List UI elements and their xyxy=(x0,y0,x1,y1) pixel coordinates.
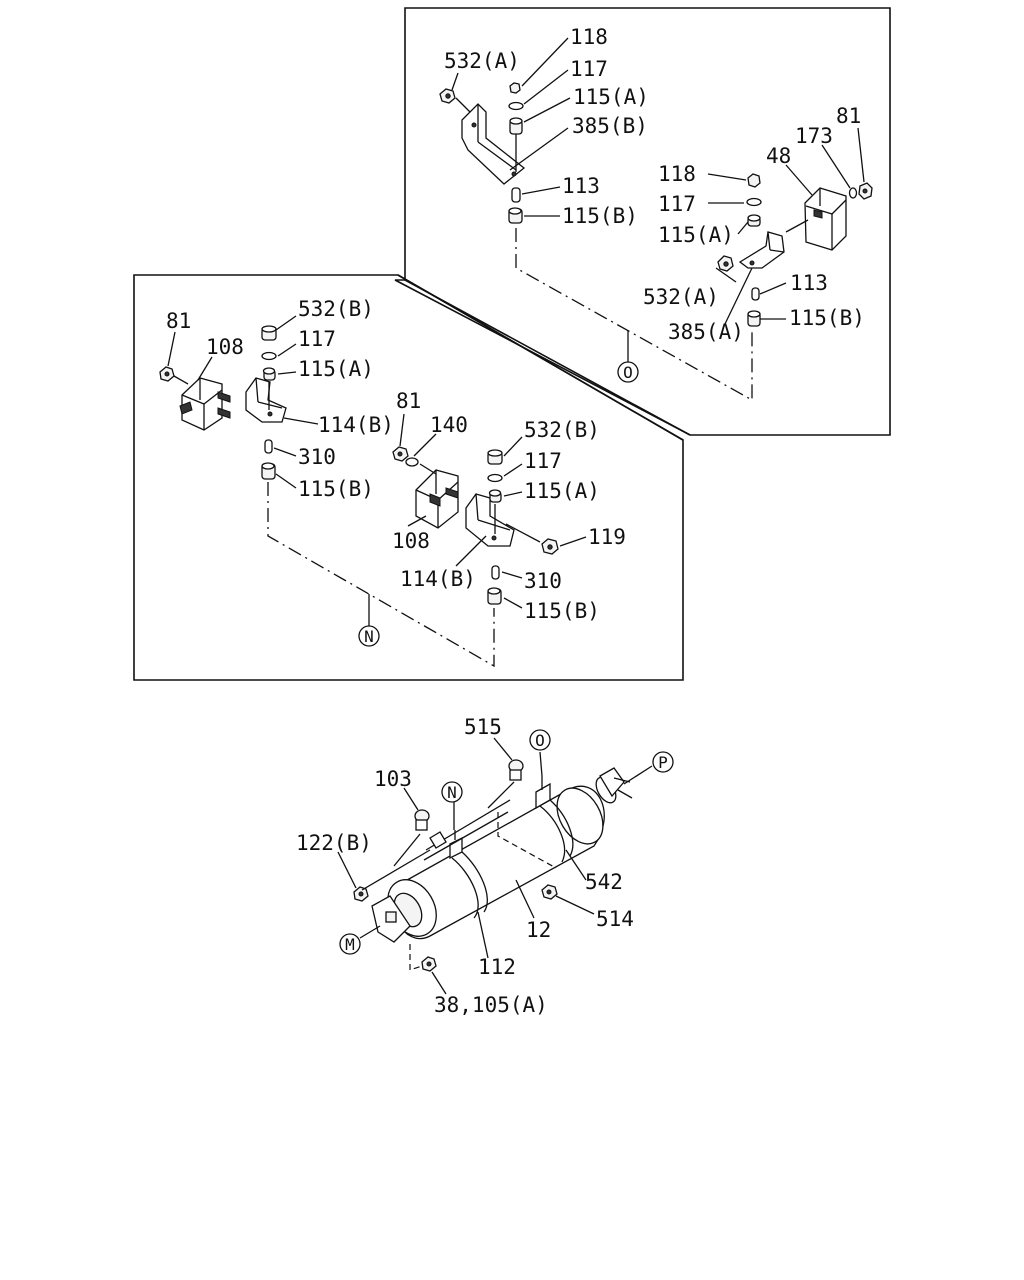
label-115B-top: 115(B) xyxy=(562,204,638,228)
ref-marker-O-top: O xyxy=(623,363,633,382)
label-115A-top: 115(A) xyxy=(573,85,649,109)
ref-marker-P-muffler: P xyxy=(658,753,668,772)
label-542: 542 xyxy=(585,870,623,894)
right-mount-assembly xyxy=(392,446,559,605)
muffler-assembly xyxy=(353,759,633,972)
label-108-left: 108 xyxy=(206,335,244,359)
label-48: 48 xyxy=(766,144,791,168)
top-left-bracket-assembly xyxy=(439,82,526,224)
label-113-right: 113 xyxy=(790,271,828,295)
label-118-top: 118 xyxy=(570,25,608,49)
label-115B-right: 115(B) xyxy=(789,306,865,330)
label-532B-left: 532(B) xyxy=(298,297,374,321)
ref-marker-N-mid: N xyxy=(364,627,374,646)
label-115A-mid: 115(A) xyxy=(524,479,600,503)
frame-divider-line-2 xyxy=(404,279,691,436)
label-532A-top: 532(A) xyxy=(444,49,520,73)
label-117-top: 117 xyxy=(570,57,608,81)
label-113-top: 113 xyxy=(562,174,600,198)
label-114B-mid: 114(B) xyxy=(400,567,476,591)
label-114B-left: 114(B) xyxy=(318,413,394,437)
left-mount-assembly xyxy=(159,325,287,480)
label-81-mid: 81 xyxy=(396,389,421,413)
route-line-N-mid xyxy=(267,482,495,668)
middle-detail-frame xyxy=(133,274,684,681)
label-173: 173 xyxy=(795,124,833,148)
label-12: 12 xyxy=(526,918,551,942)
label-38-105A: 38,105(A) xyxy=(434,993,548,1017)
label-532A-right: 532(A) xyxy=(643,285,719,309)
top-right-bracket-assembly xyxy=(717,173,873,327)
label-115B-left: 115(B) xyxy=(298,477,374,501)
label-108-mid: 108 xyxy=(392,529,430,553)
label-112: 112 xyxy=(478,955,516,979)
label-119: 119 xyxy=(588,525,626,549)
ref-marker-M-muffler: M xyxy=(345,935,355,954)
label-118-right: 118 xyxy=(658,162,696,186)
label-117-right: 117 xyxy=(658,192,696,216)
label-515: 515 xyxy=(464,715,502,739)
ref-marker-O-muffler: O xyxy=(535,731,545,750)
label-115A-left: 115(A) xyxy=(298,357,374,381)
ref-marker-N-muffler: N xyxy=(447,783,457,802)
label-103: 103 xyxy=(374,767,412,791)
label-115B-mid: 115(B) xyxy=(524,599,600,623)
mid-box-leaders xyxy=(167,315,587,609)
label-385B: 385(B) xyxy=(572,114,648,138)
top-box-leaders xyxy=(451,37,865,327)
label-117-mid: 117 xyxy=(524,449,562,473)
label-81-left: 81 xyxy=(166,309,191,333)
route-line-O-top xyxy=(515,228,753,402)
label-81-topright: 81 xyxy=(836,104,861,128)
top-box-labels: 532(A) 118 117 115(A) 385(B) 113 115(B) … xyxy=(444,25,865,344)
label-122B: 122(B) xyxy=(296,831,372,855)
mid-box-labels: 81 108 532(B) 117 115(A) 114(B) 310 115(… xyxy=(166,297,626,623)
muffler-leaders xyxy=(337,737,653,995)
label-115A-right: 115(A) xyxy=(658,223,734,247)
label-140: 140 xyxy=(430,413,468,437)
label-310-left: 310 xyxy=(298,445,336,469)
label-385A: 385(A) xyxy=(668,320,744,344)
label-514: 514 xyxy=(596,907,634,931)
label-532B-mid: 532(B) xyxy=(524,418,600,442)
label-310-mid: 310 xyxy=(524,569,562,593)
label-117-left: 117 xyxy=(298,327,336,351)
muffler-labels: 515 103 122(B) 542 514 12 112 38,105(A) xyxy=(296,715,634,1017)
